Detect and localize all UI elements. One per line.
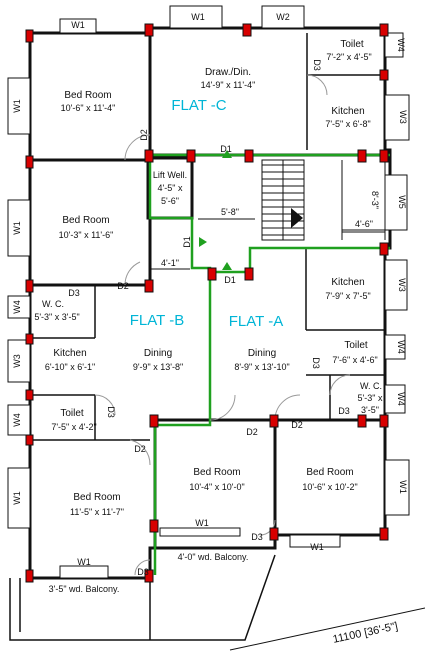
- window-tag: W1: [12, 491, 22, 505]
- door-tag: D3: [338, 406, 350, 416]
- opening-tags: W1 W1 W2 W1 W1 W4 W3 W5 W3 W4 W4 W1 W4 W…: [12, 12, 408, 577]
- overall-width-label: 11100 [36'-5"]: [332, 620, 399, 645]
- door-tag: D1: [224, 275, 236, 285]
- window-tag: W5: [397, 195, 407, 209]
- window-tag: W4: [12, 413, 22, 427]
- stair-dimension: 4'-6": [355, 219, 373, 229]
- room-name: Toilet: [344, 340, 368, 351]
- door-tag: D3: [68, 288, 80, 298]
- windows: [7, 5, 410, 579]
- room-name: Kitchen: [331, 106, 364, 117]
- flat-b-label: FLAT -B: [130, 312, 184, 329]
- room-name: Toilet: [340, 39, 364, 50]
- balcony-label: 3'-5" wd. Balcony.: [49, 584, 120, 594]
- door-tag: D1: [220, 144, 232, 154]
- entry-arrow-icon: [222, 150, 232, 158]
- door-tag: D2: [246, 427, 258, 437]
- window-tag: W3: [397, 278, 407, 292]
- entry-arrow-icon: [199, 237, 207, 247]
- flat-a-label: FLAT -A: [229, 313, 283, 330]
- room-size: 4'-5" x: [158, 183, 183, 193]
- dimensions: 5'-8" 4'-6" 4'-1" 8'-3": [150, 191, 385, 270]
- room-name: Lift Well.: [153, 170, 187, 180]
- room-name: W. C.: [360, 381, 382, 391]
- room-size: 5'-3" x 3'-5": [34, 312, 79, 322]
- window-tag: W1: [12, 221, 22, 235]
- stair-arrow-icon: [291, 208, 303, 228]
- room-name: Kitchen: [331, 277, 364, 288]
- room-size: 14'-9" x 11'-4": [201, 80, 256, 90]
- room-name: Bed Room: [73, 492, 120, 503]
- room-name: Bed Room: [193, 467, 240, 478]
- door-tag: D3: [251, 532, 263, 542]
- room-name: Bed Room: [64, 90, 111, 101]
- lobby-dimension: 5'-8": [221, 207, 239, 217]
- room-size: 10'-6" x 11'-4": [61, 103, 116, 113]
- room-size: 7'-5" x 6'-8": [325, 119, 370, 129]
- window-tag: W2: [276, 12, 290, 22]
- window-tag: W3: [12, 354, 22, 368]
- window-tag: W1: [310, 542, 324, 552]
- columns: [25, 23, 389, 583]
- room-size: 7'-5" x 4'-2": [51, 422, 96, 432]
- room-size: 11'-5" x 11'-7": [70, 507, 124, 517]
- window-tag: W1: [12, 99, 22, 113]
- window-tag: W3: [398, 110, 408, 124]
- entry-markers: [199, 150, 232, 270]
- room-size: 5'-6": [161, 196, 179, 206]
- room-size: 7'-6" x 4'-6": [332, 355, 377, 365]
- window-tag: W4: [396, 392, 406, 406]
- door-tag: D3: [106, 406, 116, 418]
- door-tag: D2: [291, 420, 303, 430]
- door-tag: D2: [117, 281, 129, 291]
- staircase: [261, 159, 386, 241]
- room-name: Dining: [144, 348, 172, 359]
- door-tag: D3: [312, 59, 322, 71]
- door-tag: D1: [182, 236, 192, 248]
- room-name: Kitchen: [53, 348, 86, 359]
- door-tag: D2: [139, 129, 149, 141]
- entry-arrow-icon: [222, 262, 232, 270]
- window-tag: W1: [191, 12, 205, 22]
- flat-c-label: FLAT -C: [171, 97, 226, 114]
- door-tag: D3: [137, 567, 149, 577]
- overall-dimension: 11100 [36'-5"]: [229, 607, 425, 651]
- room-name: W. C.: [42, 299, 64, 309]
- room-name: Draw./Din.: [205, 67, 251, 78]
- window-tag: W4: [396, 38, 406, 52]
- room-size: 6'-10" x 6'-1": [45, 362, 95, 372]
- room-name: Toilet: [60, 408, 84, 419]
- room-name: Bed Room: [306, 467, 353, 478]
- room-size: 7'-9" x 7'-5": [325, 291, 370, 301]
- window-tag: W4: [396, 340, 406, 354]
- room-size: 3'-5": [361, 405, 379, 415]
- room-size: 7'-2" x 4'-5": [326, 52, 371, 62]
- door-tag: D3: [311, 357, 321, 369]
- room-size: 8'-9" x 13'-10": [234, 362, 289, 372]
- room-name: Dining: [248, 348, 276, 359]
- stair-length-dimension: 8'-3": [370, 191, 380, 209]
- window-tag: W1: [77, 557, 91, 567]
- room-size: 10'-4" x 10'-0": [189, 482, 244, 492]
- room-name: Bed Room: [62, 215, 109, 226]
- window-tag: W1: [195, 518, 209, 528]
- window-tag: W1: [398, 480, 408, 494]
- door-swings: [94, 74, 351, 576]
- lift-side-dimension: 4'-1": [161, 258, 179, 268]
- balcony-label: 4'-0" wd. Balcony.: [178, 552, 249, 562]
- room-size: 10'-3" x 11'-6": [59, 230, 114, 240]
- room-size: 10'-6" x 10'-2": [302, 482, 357, 492]
- room-size: 9'-9" x 13'-8": [133, 362, 183, 372]
- door-tag: D2: [134, 444, 146, 454]
- window-tag: W1: [71, 20, 85, 30]
- room-size: 5'-3" x: [358, 393, 383, 403]
- window-tag: W4: [12, 300, 22, 314]
